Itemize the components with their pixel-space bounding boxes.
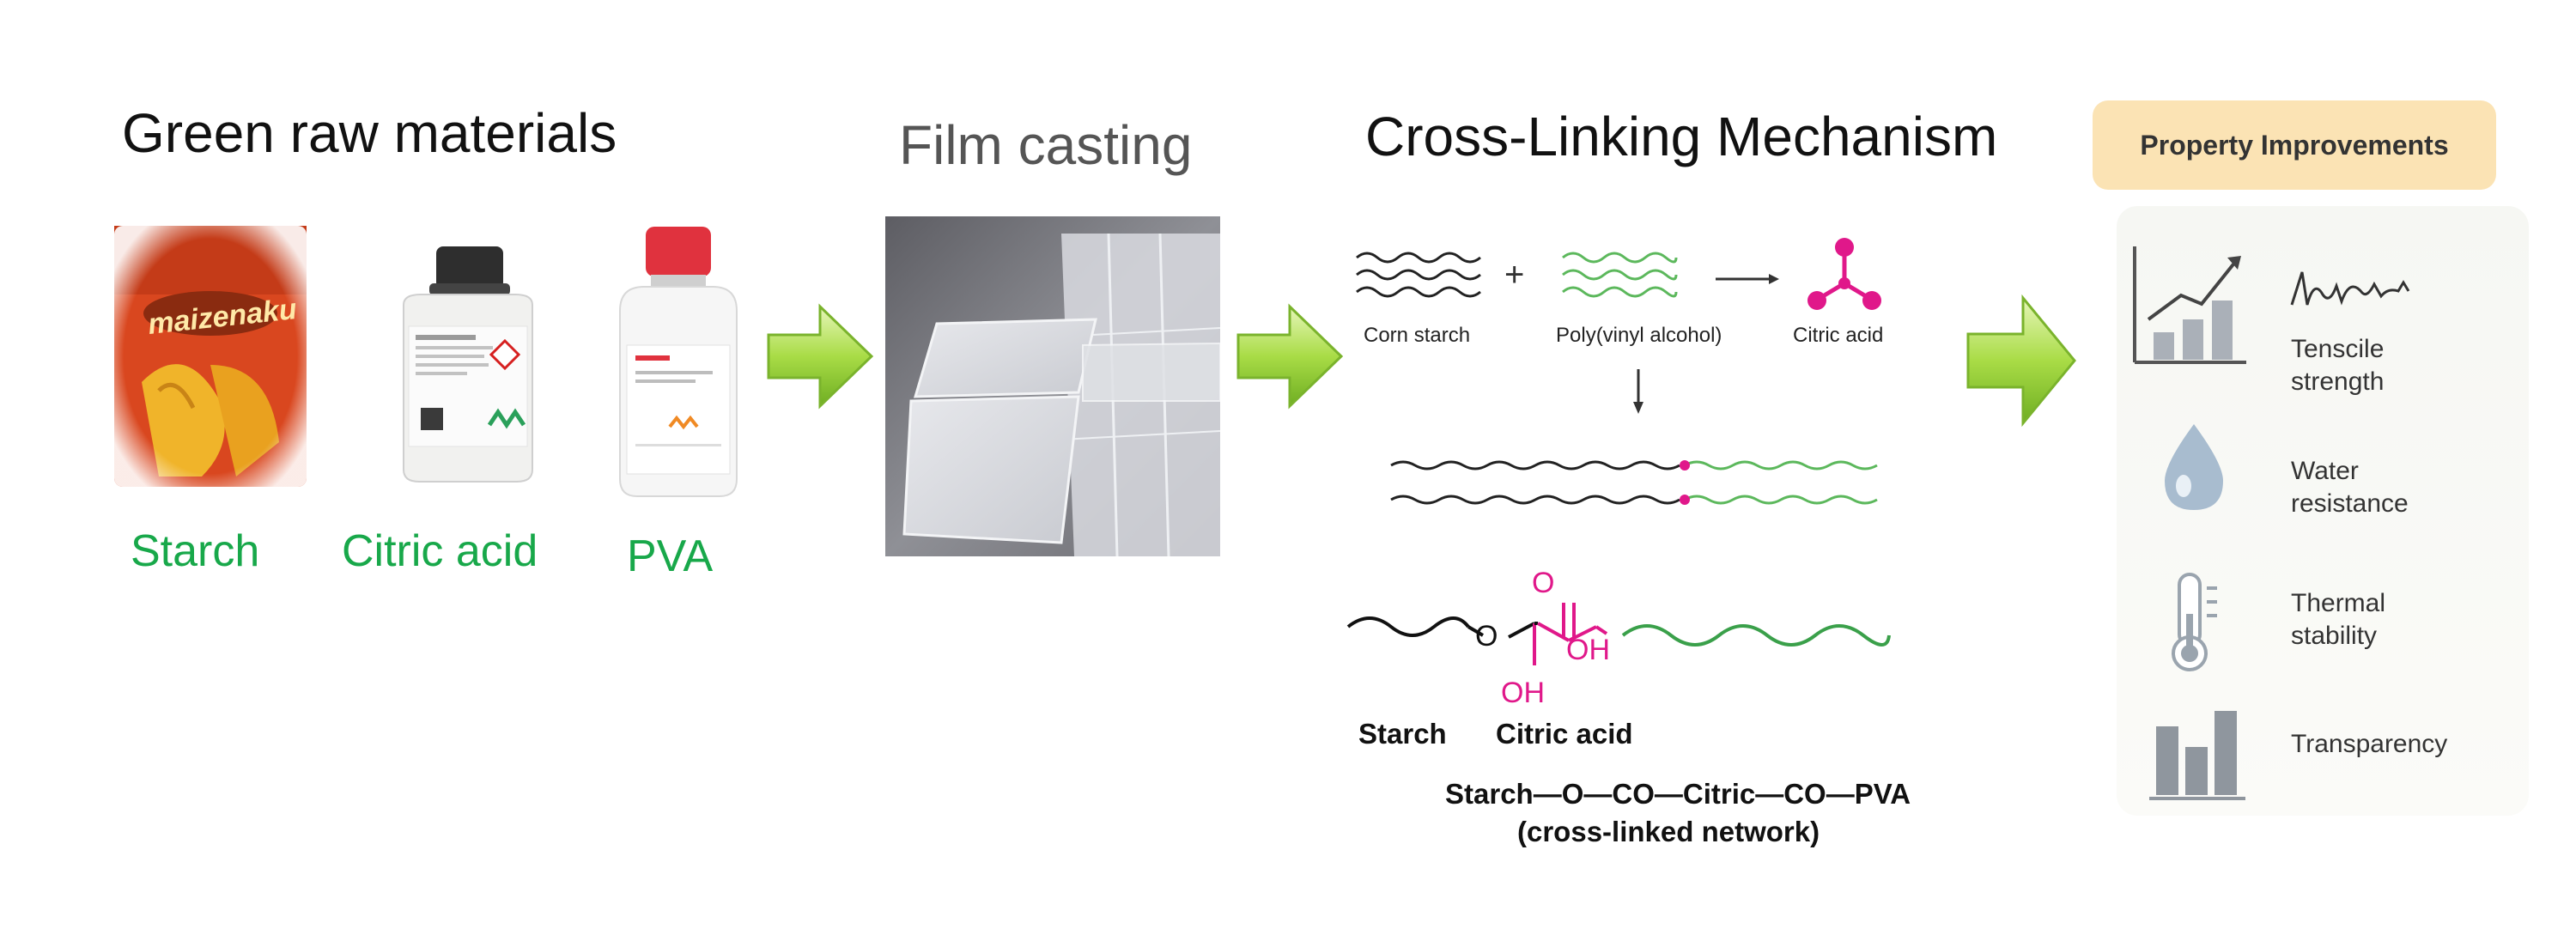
structure-citric-acid-label: Citric acid: [1496, 718, 1633, 750]
pva-label: PVA: [627, 531, 714, 581]
plus-sign: +: [1504, 256, 1525, 294]
process-arrow-3: [1966, 294, 2078, 429]
signature-scribble-icon: [2288, 262, 2417, 318]
reagent-citric-acid: Citric acid: [1793, 324, 1884, 347]
thermometer-icon: [2166, 571, 2234, 678]
network-formula-note: (cross-linked network): [1517, 816, 1820, 847]
hydroxyl-bottom-label: OH: [1501, 677, 1545, 709]
property-improvements-header: Property Improvements: [2093, 100, 2496, 190]
property-tensile-label: Tenscile strength: [2291, 335, 2385, 396]
hydroxyl-right-label: OH: [1566, 634, 1610, 666]
process-arrow-1: [767, 303, 874, 412]
reaction-scheme: [1348, 232, 1949, 545]
film-casting-title: Film casting: [899, 114, 1193, 176]
ester-structure-diagram: [1344, 567, 1936, 725]
process-arrow-2: [1236, 303, 1344, 412]
starch-package-image: [107, 219, 313, 494]
water-drop-icon: [2160, 421, 2228, 519]
citric-acid-label: Citric acid: [342, 526, 538, 576]
pva-icon: [1562, 252, 1678, 264]
network-formula: Starch—O—CO—Citric—CO—PVA: [1445, 778, 1911, 810]
citric-acid-bottle-image: [386, 245, 550, 485]
ester-oxygen-atom: O: [1475, 620, 1498, 653]
carbonyl-oxygen-atom: O: [1532, 567, 1555, 599]
property-transparency-label: Transparency: [2291, 730, 2448, 758]
property-water-label: Water resistance: [2291, 457, 2409, 518]
property-thermal-label: Thermal stability: [2291, 589, 2386, 650]
starch-label: Starch: [131, 526, 260, 576]
pva-bottle-image: [610, 225, 747, 500]
structure-starch-label: Starch: [1358, 718, 1447, 750]
corn-starch-icon: [1356, 252, 1481, 264]
film-casting-photo: [885, 216, 1220, 556]
bar-chart-trend-icon: [2129, 242, 2250, 371]
mechanism-title: Cross-Linking Mechanism: [1365, 106, 1998, 167]
reagent-corn-starch: Corn starch: [1364, 324, 1471, 347]
reagent-pva: Poly(vinyl alcohol): [1556, 324, 1722, 347]
raw-materials-title: Green raw materials: [122, 102, 617, 164]
bar-chart-icon: [2149, 706, 2252, 806]
property-panel: [2117, 206, 2529, 816]
citric-acid-molecule-icon: [1807, 238, 1881, 310]
